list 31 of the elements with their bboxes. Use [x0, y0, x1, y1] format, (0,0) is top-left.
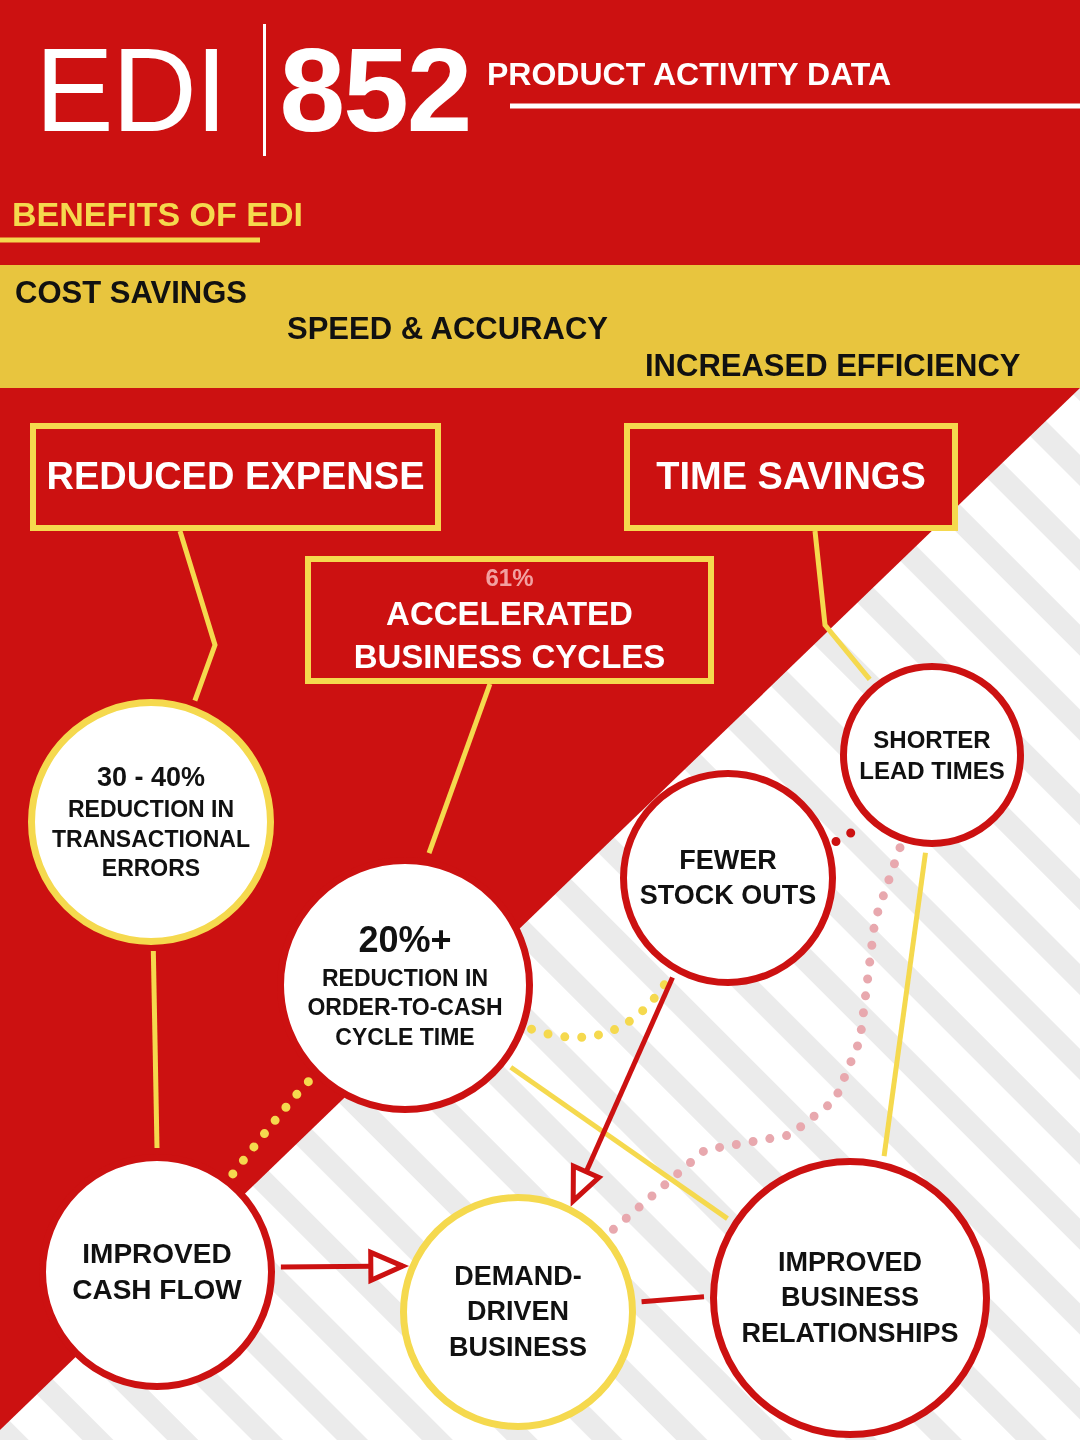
benefit-label: SPEED & ACCURACY: [287, 311, 608, 347]
callout-box: [30, 423, 441, 531]
dotted-connector: [607, 843, 905, 1236]
node-text: FEWER STOCK OUTS: [638, 843, 818, 912]
node-text: IMPROVED CASH FLOW: [71, 1236, 243, 1307]
stat-value: 61%: [485, 562, 534, 593]
node-text: TIME SAVINGS: [656, 454, 926, 500]
connector-line: [509, 1065, 729, 1221]
section-heading: BENEFITS OF EDI: [12, 195, 303, 234]
arrow: [570, 976, 675, 1204]
node-text: DEMAND-DRIVEN BUSINESS: [447, 1260, 588, 1364]
node-text: ACCELERATED BUSINESS CYCLES: [352, 593, 667, 677]
dotted-connector: [228, 1075, 315, 1179]
stat-value: 20%+: [358, 917, 452, 962]
benefit-label: INCREASED EFFICIENCY: [645, 348, 1021, 384]
connector-line: [426, 683, 493, 854]
connector-line: [881, 852, 928, 1157]
node-text: IMPROVED BUSINESS RELATIONSHIPS: [740, 1246, 960, 1350]
connector-line: [641, 1294, 705, 1305]
node-text: REDUCED EXPENSE: [46, 454, 425, 500]
callout-box: [624, 423, 958, 531]
stat-value: 30 - 40%: [96, 760, 206, 794]
benefit-label: COST SAVINGS: [15, 275, 247, 311]
node-text: REDUCTION IN ORDER-TO-CASH CYCLE TIME: [306, 963, 504, 1053]
node-text: REDUCTION IN TRANSACTIONAL ERRORS: [50, 794, 251, 884]
arrow: [280, 1249, 406, 1283]
heading: EDI 852: [35, 23, 471, 158]
connector-line: [150, 950, 160, 1149]
subtitle: PRODUCT ACTIVITY DATA: [487, 56, 892, 93]
node-text: SHORTER LEAD TIMES: [858, 724, 1006, 786]
callout-box: [305, 556, 714, 684]
